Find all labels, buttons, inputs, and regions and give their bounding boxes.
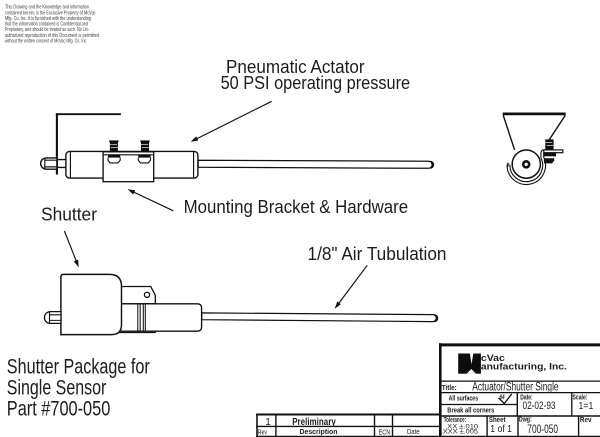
svg-text:that the information contained: that the information contained is Confid… [5,22,88,28]
svg-text:Preliminary: Preliminary [292,416,336,428]
svg-text:64: 64 [499,394,505,401]
svg-text:1=1: 1=1 [579,400,594,412]
svg-text:Single Sensor: Single Sensor [7,376,107,399]
svg-text:authorized reproduction of thi: authorized reproduction of this Document… [5,33,99,39]
svg-text:Actuator/Shutter Single: Actuator/Shutter Single [472,382,558,394]
svg-text:Description: Description [300,427,338,436]
svg-text:Shutter: Shutter [41,205,97,225]
svg-text:ECN: ECN [379,427,391,436]
svg-text:This Drawing and the Knowledge: This Drawing and the Knowledge and infor… [5,5,89,11]
svg-text:Tolerance:: Tolerance: [444,417,466,424]
svg-text:Rev: Rev [580,417,592,424]
svg-text:anufacturing, Inc.: anufacturing, Inc. [481,361,567,372]
svg-text:Break all corners: Break all corners [447,408,494,415]
svg-text:Scale:: Scale: [573,395,588,402]
svg-text:Dwg:: Dwg: [519,417,532,424]
svg-text:Mfg. Co. Inc. It is furnished: Mfg. Co. Inc. It is furnished with the u… [5,16,91,22]
svg-text:02-02-93: 02-02-93 [523,400,556,412]
svg-text:Shutter Package for: Shutter Package for [7,356,150,379]
svg-text:1: 1 [265,417,271,428]
svg-text:Proprietary, and should be tre: Proprietary, and should be treated as su… [5,27,89,33]
svg-text:Part #700-050: Part #700-050 [7,397,111,420]
svg-text:1/8" Air Tubulation: 1/8" Air Tubulation [308,244,447,264]
svg-text:cVac: cVac [481,353,505,364]
svg-text:contained herein, is the Exclu: contained herein, is the Exclusive Prope… [5,10,96,16]
svg-text:Mounting Bracket & Hardware: Mounting Bracket & Hardware [184,197,409,217]
svg-text:Title:: Title: [442,385,457,392]
svg-text:Pneumatic Actator: Pneumatic Actator [226,57,365,77]
svg-text:.XX ±.010: .XX ±.010 [445,423,479,430]
svg-text:700-050: 700-050 [527,422,558,436]
svg-text:1 of 1: 1 of 1 [490,423,512,435]
svg-text:All surfaces: All surfaces [449,396,479,403]
svg-text:Date:: Date: [520,394,532,401]
svg-text:Sheet: Sheet [489,417,506,424]
svg-text:50 PSI operating pressure: 50 PSI operating pressure [221,73,411,93]
svg-text:.XXX ±.005: .XXX ±.005 [441,429,479,436]
svg-text:Rev: Rev [258,427,268,436]
svg-text:without the written consent of: without the written consent of McVac Mfg… [5,39,87,45]
svg-text:Date: Date [407,427,420,436]
